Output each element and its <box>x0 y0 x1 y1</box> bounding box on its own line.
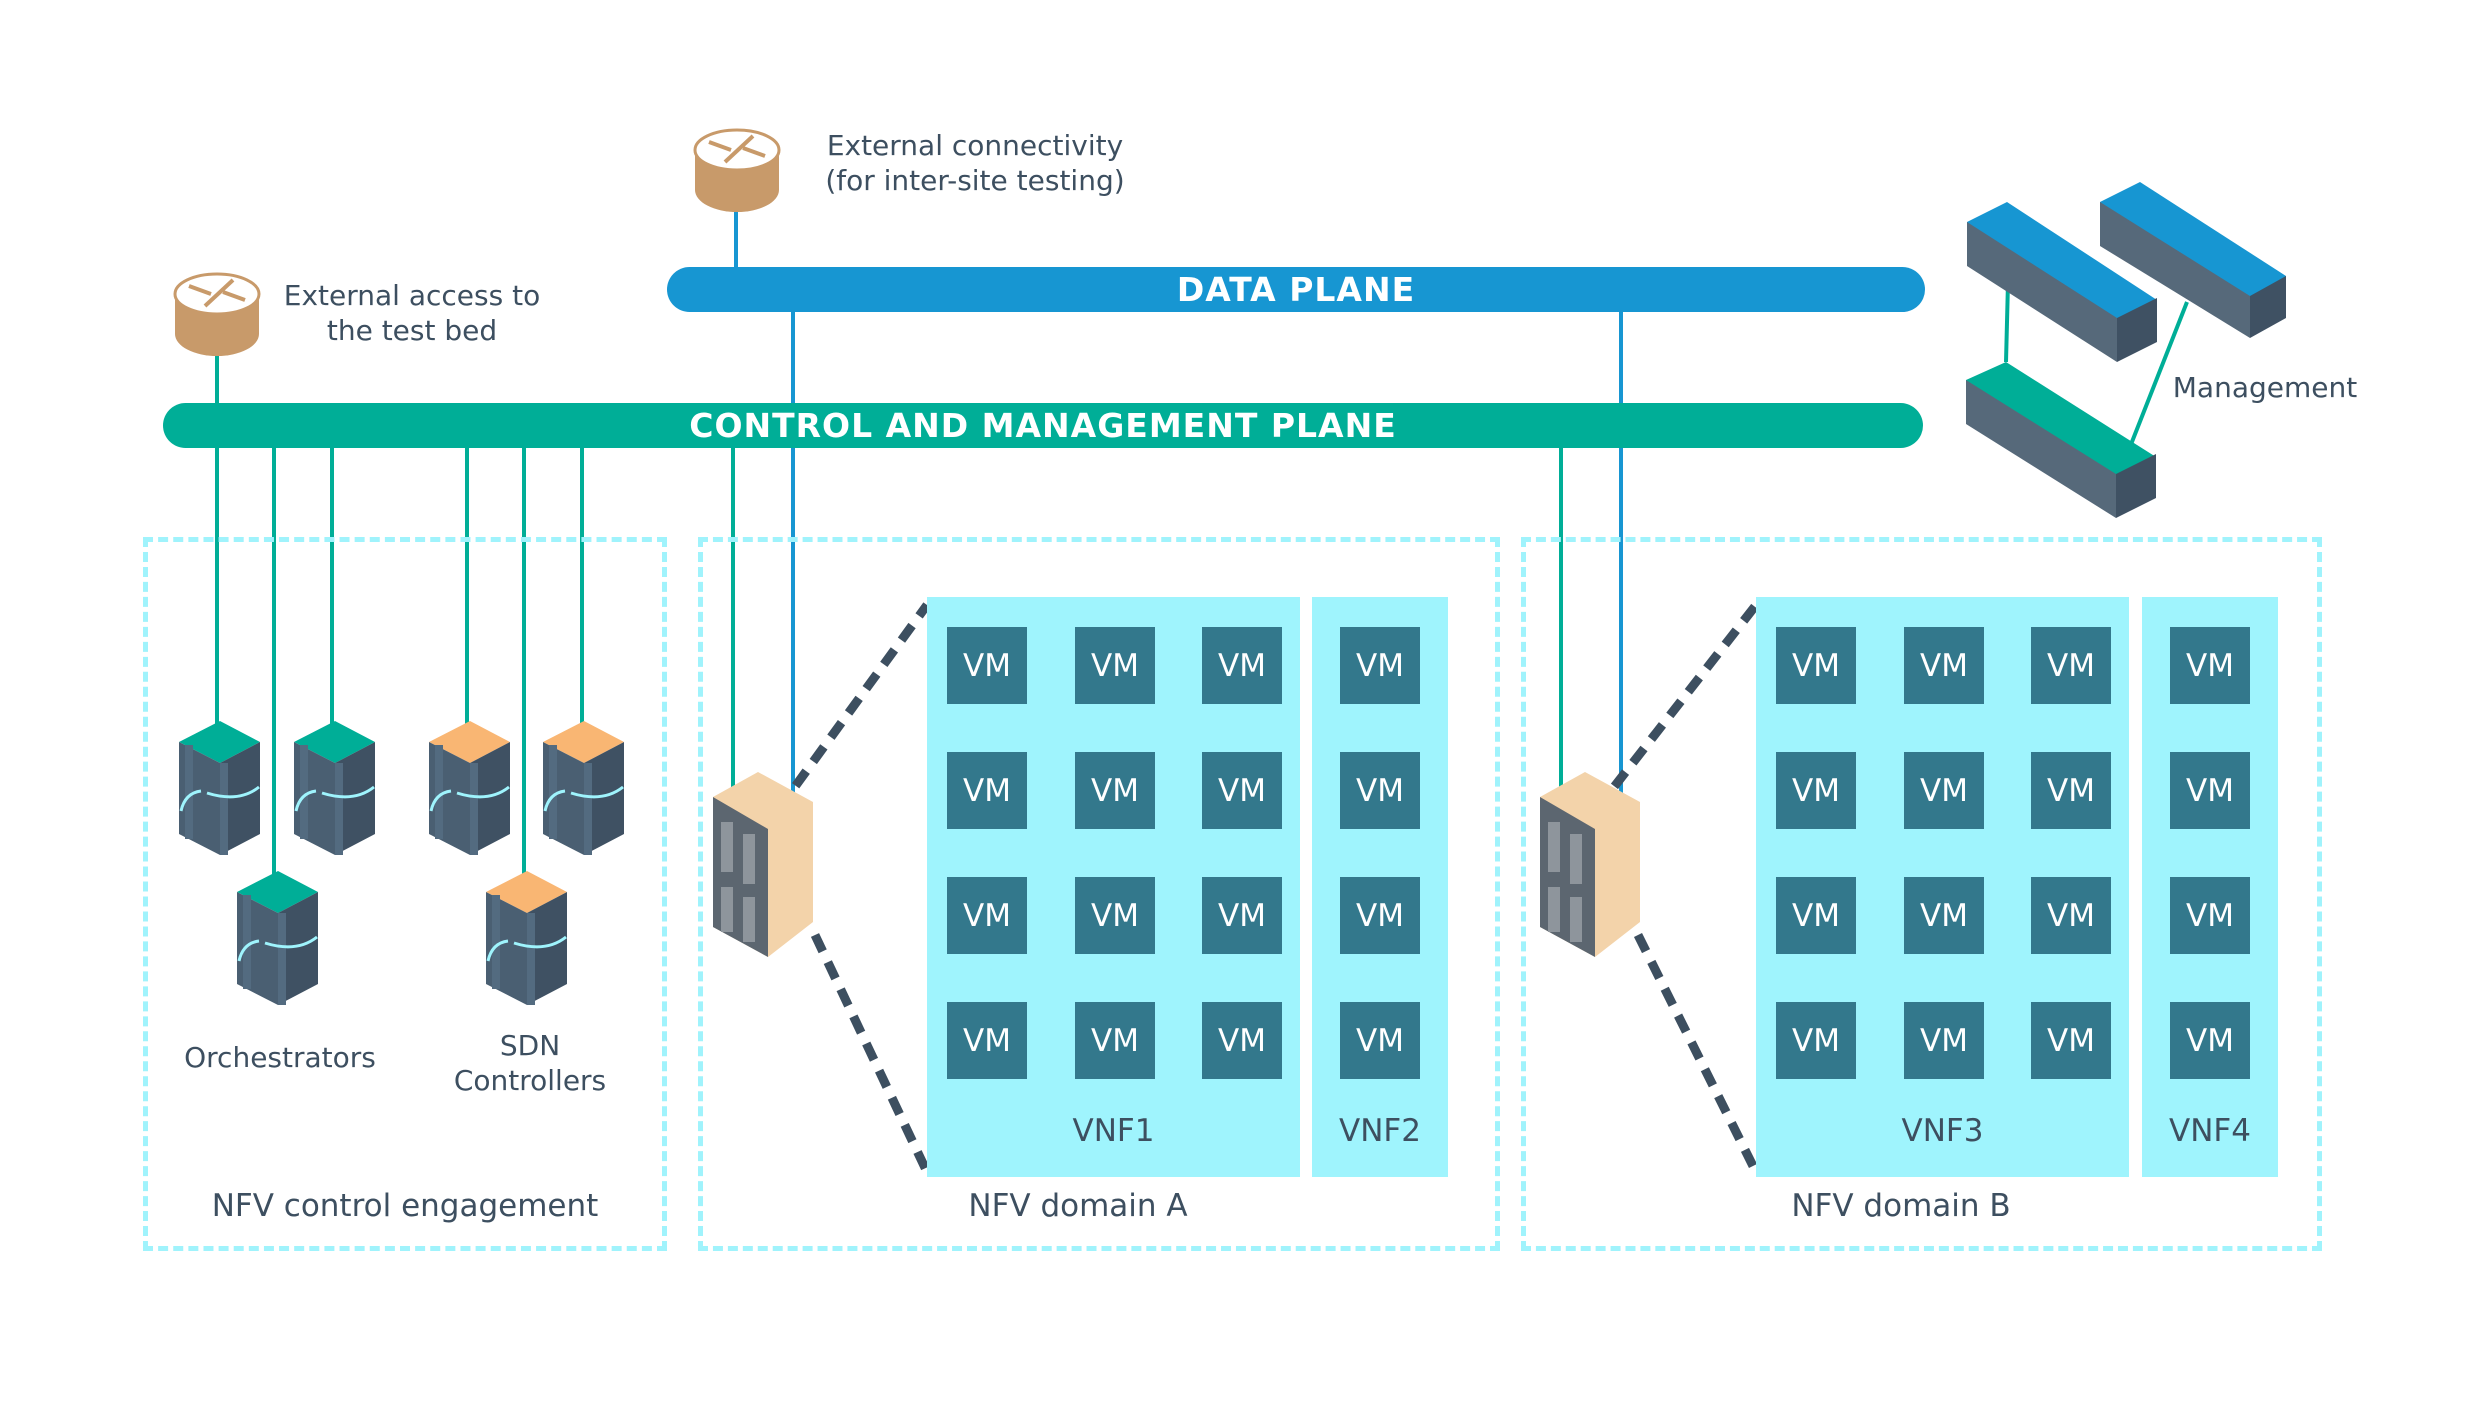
sdn-controller-server-icon[interactable] <box>429 721 510 855</box>
domain-label: NFV domain A <box>968 1188 1188 1224</box>
server-host-icon <box>1540 772 1640 957</box>
zoom-line-a-bottom <box>810 933 932 1174</box>
orchestrator-server-icon[interactable] <box>237 871 318 1005</box>
vm-box[interactable]: VM <box>947 752 1027 829</box>
caption-line: SDN <box>499 1029 561 1062</box>
vm-box[interactable]: VM <box>1075 752 1155 829</box>
orchestrators-label: Orchestrators <box>184 1041 376 1074</box>
caption-line: Controllers <box>453 1064 607 1097</box>
vm-box[interactable]: VM <box>2031 877 2111 954</box>
vm-box[interactable]: VM <box>1776 752 1856 829</box>
vm-box[interactable]: VM <box>1904 877 1984 954</box>
sdn-controller-server-icon[interactable] <box>543 721 624 855</box>
domain-label: NFV domain B <box>1791 1188 2011 1224</box>
vm-box[interactable]: VM <box>2031 1002 2111 1079</box>
zoom-line-a-top <box>774 602 931 813</box>
vnf-group[interactable]: VNF4 VM VM VM VM <box>2142 597 2278 1177</box>
vm-box[interactable]: VM <box>947 877 1027 954</box>
control-plane-bus: CONTROL AND MANAGEMENT PLANE <box>163 403 1923 448</box>
vm-box[interactable]: VM <box>1340 752 1420 829</box>
vnf-label: VNF4 <box>2169 1113 2251 1149</box>
control-links <box>215 281 2189 876</box>
rack-server-icon <box>1967 202 2157 362</box>
rack-server-icon <box>2100 182 2286 338</box>
management-label: Management <box>2172 371 2358 404</box>
caption-line: (for inter-site testing) <box>825 164 1125 197</box>
vm-box[interactable]: VM <box>1202 752 1282 829</box>
vm-box[interactable]: VM <box>2031 752 2111 829</box>
vm-box[interactable]: VM <box>2170 1002 2250 1079</box>
vm-box[interactable]: VM <box>1202 627 1282 704</box>
vm-box[interactable]: VM <box>1776 877 1856 954</box>
vnf-label: VNF3 <box>1901 1113 1984 1149</box>
vm-box[interactable]: VM <box>1776 627 1856 704</box>
router-icon <box>173 272 261 356</box>
vm-box[interactable]: VM <box>1075 627 1155 704</box>
zoom-lines <box>774 602 1761 1175</box>
vm-box[interactable]: VM <box>1340 1002 1420 1079</box>
sdn-controllers-label: SDN Controllers <box>420 1028 640 1098</box>
nfv-control-domain: NFV control engagement <box>143 537 667 1251</box>
vnf-group[interactable]: VNF3 VM VM VM VM VM VM VM VM VM VM VM VM <box>1756 597 2129 1177</box>
orchestrator-server-icon[interactable] <box>294 721 375 855</box>
external-access-label: External access to the test bed <box>272 278 552 348</box>
caption-line: External connectivity <box>826 129 1124 162</box>
vm-box[interactable]: VM <box>1202 877 1282 954</box>
control-plane-label: CONTROL AND MANAGEMENT PLANE <box>689 406 1397 445</box>
router-icon[interactable] <box>693 128 781 212</box>
zoom-line-b-bottom <box>1633 932 1761 1175</box>
caption-line: External access to <box>283 279 541 312</box>
vm-box[interactable]: VM <box>1904 627 1984 704</box>
vm-box[interactable]: VM <box>2170 877 2250 954</box>
vm-box[interactable]: VM <box>1340 877 1420 954</box>
vnf-label: VNF1 <box>1072 1113 1155 1149</box>
data-links <box>734 200 1623 805</box>
external-connectivity-label: External connectivity (for inter-site te… <box>810 128 1140 198</box>
link-mgmt-1 <box>2004 281 2010 363</box>
domain-label: NFV control engagement <box>211 1188 599 1224</box>
controller-cubes <box>179 721 624 1005</box>
vm-box[interactable]: VM <box>1075 1002 1155 1079</box>
sdn-controller-server-icon[interactable] <box>486 871 567 1005</box>
nfv-domain-b: NFV domain B <box>1521 537 2322 1251</box>
vnf-group[interactable]: VNF2 VM VM VM VM <box>1312 597 1448 1177</box>
vm-box[interactable]: VM <box>1904 1002 1984 1079</box>
vm-box[interactable]: VM <box>1075 877 1155 954</box>
orchestrator-server-icon[interactable] <box>179 721 260 855</box>
link-mgmt-2 <box>2126 301 2189 453</box>
vm-box[interactable]: VM <box>2170 752 2250 829</box>
vm-box[interactable]: VM <box>2170 627 2250 704</box>
vm-box[interactable]: VM <box>1904 752 1984 829</box>
caption-line: the test bed <box>326 314 498 347</box>
vm-box[interactable]: VM <box>1340 627 1420 704</box>
zoom-line-b-top <box>1592 602 1760 813</box>
nfv-domain-a: NFV domain A <box>698 537 1500 1251</box>
vm-box[interactable]: VM <box>1202 1002 1282 1079</box>
rack-server-icon <box>1966 362 2156 518</box>
vm-box[interactable]: VM <box>2031 627 2111 704</box>
vnf-label: VNF2 <box>1339 1113 1421 1149</box>
vm-box[interactable]: VM <box>947 1002 1027 1079</box>
vm-box[interactable]: VM <box>1776 1002 1856 1079</box>
data-plane-bus: DATA PLANE <box>667 267 1925 312</box>
vnf-group[interactable]: VNF1 VM VM VM VM VM VM VM VM VM VM VM VM <box>927 597 1300 1177</box>
server-host-icon <box>713 772 813 957</box>
vm-box[interactable]: VM <box>947 627 1027 704</box>
data-plane-label: DATA PLANE <box>1176 270 1416 309</box>
